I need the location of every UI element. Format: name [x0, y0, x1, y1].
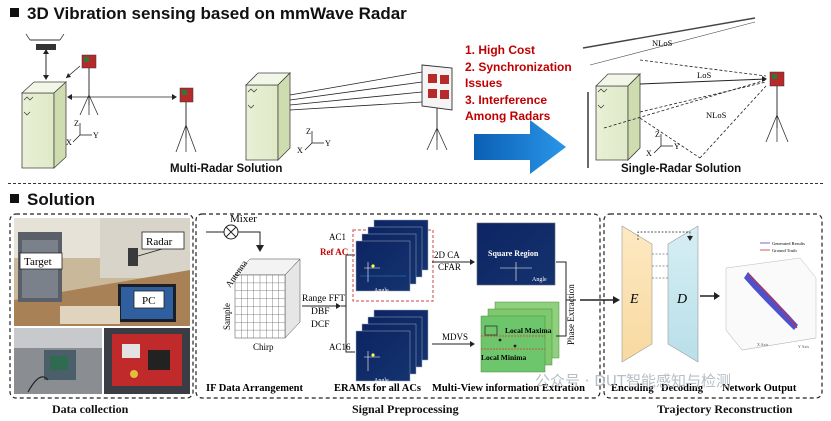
dbf-label: DBF	[311, 307, 329, 317]
decoder-letter: D	[676, 292, 687, 307]
issue-item: Among Radars	[465, 109, 551, 123]
trajectory-plot: X Axis Y Axis	[725, 257, 817, 351]
axis-label-x-2: X	[297, 146, 303, 155]
ceiling-radar-icon	[36, 44, 56, 50]
phase-extraction-label: Phase Extraction	[566, 284, 576, 345]
data-collection-frame	[9, 213, 194, 399]
legend-ground-truth: Ground Truth	[772, 248, 797, 253]
axis-label-y: Y	[93, 131, 99, 140]
local-maxima-label: Local Maxima	[505, 326, 552, 335]
section-divider	[8, 183, 823, 184]
ac1-label: AC1	[329, 232, 346, 242]
axis-label-z-2: Z	[306, 127, 311, 136]
dcf-label: DCF	[311, 320, 329, 330]
nlos-label-2: NLoS	[706, 110, 727, 120]
bullet-square-icon	[10, 194, 19, 203]
eram-stack-16	[355, 309, 429, 382]
top-title-text: 3D Vibration sensing based on mmWave Rad…	[27, 4, 407, 23]
encoding-caption: Encoding	[611, 383, 654, 394]
axis-label-x-3: X	[646, 149, 652, 158]
device-photo-2	[104, 328, 190, 394]
ac16-label: AC16	[329, 342, 351, 352]
trajectory-frame	[603, 213, 823, 399]
multi-screen-scene: Z Y X	[245, 64, 453, 161]
eram-caption: ERAMs for all ACs	[334, 383, 421, 394]
top-section-title: 3D Vibration sensing based on mmWave Rad…	[10, 4, 407, 24]
solution-title-text: Solution	[27, 190, 95, 209]
multi-view-maps	[480, 301, 560, 373]
mdvs-label: MDVS	[442, 332, 468, 342]
if-cube-grid-lines	[235, 275, 285, 338]
nlos-label-1: NLoS	[652, 38, 673, 48]
bullet-square-icon	[10, 8, 19, 17]
svg-text:Y Axis: Y Axis	[798, 344, 810, 349]
issue-item: 2. Synchronization	[465, 59, 572, 74]
axis-label-y-2: Y	[325, 139, 331, 148]
device-photo-1	[14, 328, 102, 394]
signal-preprocessing-caption: Signal Preprocessing	[352, 402, 459, 416]
signal-paths	[289, 71, 423, 111]
cfar-label-2: CFAR	[438, 262, 461, 272]
axes-icon-1	[72, 123, 92, 143]
pc-label: PC	[142, 295, 155, 307]
square-region-label: Square Region	[488, 249, 539, 258]
top-illustration: Z Y X Z Y	[20, 17, 789, 174]
if-caption: IF Data Arrangement	[206, 383, 304, 394]
axis-label-y-3: Y	[674, 142, 680, 151]
data-collection-caption: Data collection	[52, 402, 129, 416]
single-radar-caption: Single-Radar Solution	[621, 163, 742, 175]
legend-generated: Generated Results	[772, 241, 805, 246]
angle-label-3: Angle	[532, 277, 547, 283]
signal-preprocessing-frame	[195, 213, 601, 399]
mixer-label: Mixer	[230, 213, 257, 225]
watermark: 公众号 · DUT智能感知与检测	[535, 372, 731, 390]
multi-radar-caption: Multi-Radar Solution	[170, 163, 283, 175]
los-label: LoS	[697, 70, 711, 80]
encoder-block	[621, 225, 653, 363]
angle-label-1: Angle	[374, 288, 389, 294]
sample-label: Sample	[222, 303, 232, 330]
cfar-label-1: 2D CA	[434, 250, 460, 260]
decoding-caption: Decoding	[661, 383, 704, 394]
transition-arrow-icon	[474, 120, 566, 174]
chirp-label: Chirp	[253, 342, 274, 352]
angle-label-2: Angle	[374, 378, 389, 384]
radar-label: Radar	[146, 236, 173, 248]
axis-label-x: X	[66, 138, 72, 147]
issues-list: 1. High Cost 2. Synchronization Issues 3…	[465, 42, 585, 125]
solution-section-title: Solution	[10, 190, 95, 210]
issue-item: 1. High Cost	[465, 43, 536, 57]
eram-stack-1	[355, 219, 429, 292]
encoder-letter: E	[629, 292, 639, 307]
range-fft-label: Range FFT	[302, 294, 345, 304]
issue-item: Issues	[465, 76, 503, 90]
target-label: Target	[24, 256, 52, 268]
network-output-caption: Network Output	[722, 383, 797, 394]
axis-label-z-3: Z	[655, 130, 660, 139]
trajectory-reconstruction-caption: Trajectory Reconstruction	[657, 402, 793, 416]
multiview-caption: Multi-View information Extration	[432, 383, 585, 394]
single-radar-scene: NLoS LoS NLoS Z Y X	[582, 17, 789, 168]
multi-radar-scene: Z Y X	[20, 33, 197, 169]
local-minima-label: Local Minima	[481, 353, 526, 362]
ref-ac-label: Ref AC	[320, 247, 348, 257]
svg-text:X Axis: X Axis	[757, 342, 769, 347]
wall-side	[53, 81, 67, 169]
axis-label-z: Z	[74, 119, 79, 128]
issue-item: 3. Interference	[465, 92, 548, 107]
